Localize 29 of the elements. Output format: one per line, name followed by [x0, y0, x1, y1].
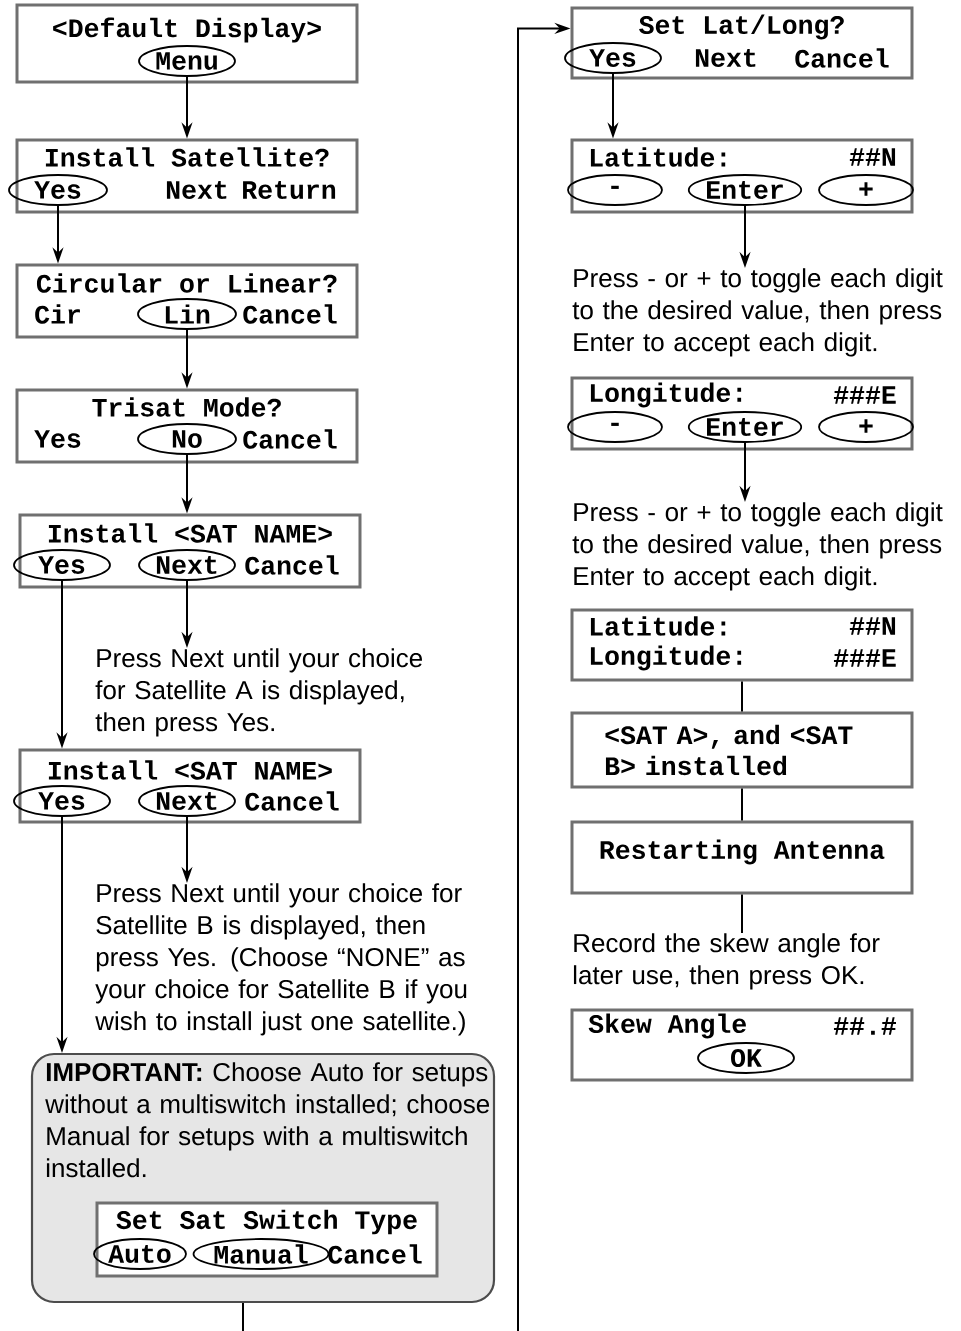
connector-line	[741, 787, 743, 822]
instruction-text: Record the skew angle for later use, then press OK.	[573, 933, 880, 990]
key-oval: +	[818, 411, 914, 443]
key-oval: Yes	[13, 549, 111, 581]
instruction-text: Press - or + to toggle each digit to the desired value, then press Enter to accept each digit.	[572, 502, 943, 591]
connector-line	[242, 1302, 244, 1331]
instruction-text: Press Next until your choice for Satellite A is displayed, then press Yes.	[95, 648, 422, 737]
key-oval: Enter	[687, 411, 803, 443]
key-oval: Yes	[564, 42, 662, 74]
instruction-text: Press - or + to toggle each digit to the desired value, then press Enter to accept each digit.	[572, 268, 943, 357]
key-oval: -	[567, 174, 663, 206]
instruction-text: Press Next until your choice for Satellite B is displayed, then press Yes. (Choose “NONE” as your choice for Satellite B if you wish to install just one satellite.)	[95, 883, 467, 1036]
connector-line	[741, 680, 743, 713]
key-oval: Yes	[13, 785, 111, 817]
display-screen: Latitude: ##N Longitude: ###E	[570, 608, 914, 682]
key-oval: Menu	[138, 45, 236, 77]
key-oval: -	[567, 411, 663, 443]
connector-line	[741, 893, 743, 934]
key-oval: No	[137, 423, 237, 455]
display-screen: Restarting Antenna	[570, 820, 914, 895]
key-oval: OK	[697, 1042, 795, 1074]
key-oval: Next	[138, 785, 236, 817]
key-oval: Lin	[137, 298, 237, 330]
key-oval: +	[818, 174, 914, 206]
key-oval: Enter	[687, 174, 803, 206]
key-oval: Next	[138, 549, 236, 581]
key-oval: Yes	[8, 174, 108, 206]
display-screen: <SAT A>, and <SAT B> installed	[570, 711, 914, 789]
key-oval: Auto	[93, 1238, 187, 1270]
